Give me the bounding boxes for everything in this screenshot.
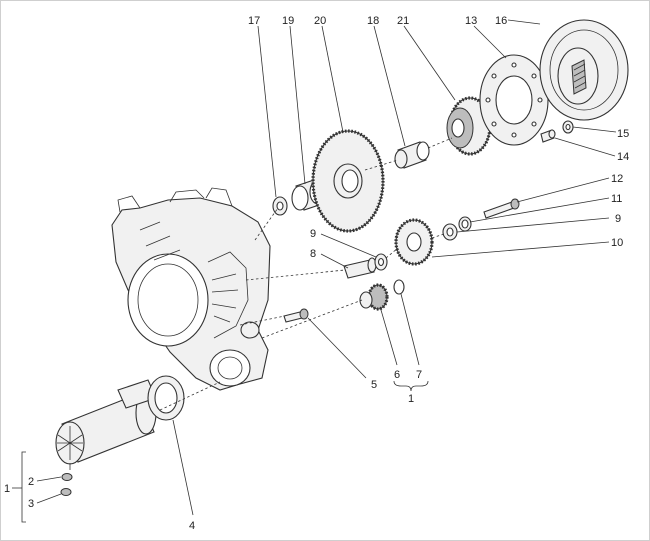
callout-4: 4 bbox=[189, 520, 195, 532]
callout-19: 19 bbox=[282, 15, 294, 27]
callout-6: 6 bbox=[394, 369, 400, 381]
rotor-16 bbox=[539, 19, 629, 121]
shaft-8 bbox=[343, 257, 377, 279]
washer-17 bbox=[272, 196, 288, 216]
gasket-ring bbox=[147, 375, 185, 421]
circlip-7 bbox=[393, 279, 405, 295]
engine-case bbox=[111, 187, 271, 391]
flange-13 bbox=[479, 54, 549, 146]
callout-2: 2 bbox=[28, 476, 34, 488]
terminal-nut bbox=[61, 473, 73, 481]
callout-9-right: 9 bbox=[615, 213, 621, 225]
callout-10: 10 bbox=[611, 237, 623, 249]
starter-motor bbox=[55, 379, 157, 470]
callout-14: 14 bbox=[617, 151, 629, 163]
pin-14 bbox=[540, 129, 556, 143]
callout-16: 16 bbox=[495, 15, 507, 27]
nut-15 bbox=[562, 120, 574, 134]
freewheel-21 bbox=[446, 96, 492, 156]
terminal-washer bbox=[60, 488, 72, 496]
callout-15: 15 bbox=[617, 128, 629, 140]
callout-20: 20 bbox=[314, 15, 326, 27]
callout-21: 21 bbox=[397, 15, 409, 27]
callout-8: 8 bbox=[310, 248, 316, 260]
pinion-6 bbox=[359, 283, 389, 311]
assembly-axis-lines bbox=[159, 137, 453, 411]
bolt-12 bbox=[483, 198, 520, 219]
callout-1-left: 1 bbox=[4, 483, 10, 495]
circlip-11 bbox=[458, 216, 472, 232]
bushing-18 bbox=[394, 141, 430, 169]
gear-10 bbox=[394, 218, 434, 266]
callout-labels: 17 19 20 18 21 13 16 15 14 12 11 9 10 9 … bbox=[4, 15, 629, 532]
callout-5: 5 bbox=[371, 379, 377, 391]
callout-13: 13 bbox=[465, 15, 477, 27]
washer-9-right bbox=[442, 223, 458, 241]
callout-7: 7 bbox=[416, 369, 422, 381]
callout-17: 17 bbox=[248, 15, 260, 27]
callout-18: 18 bbox=[367, 15, 379, 27]
leader-lines bbox=[12, 19, 617, 523]
callout-3: 3 bbox=[28, 498, 34, 510]
screw-5 bbox=[283, 308, 309, 323]
callout-1-bracket: 1 bbox=[408, 393, 414, 405]
callout-9-left: 9 bbox=[310, 228, 316, 240]
washer-9-left bbox=[374, 253, 388, 271]
callout-12: 12 bbox=[611, 173, 623, 185]
callout-11: 11 bbox=[611, 193, 622, 205]
starter-gear-20 bbox=[311, 129, 385, 233]
